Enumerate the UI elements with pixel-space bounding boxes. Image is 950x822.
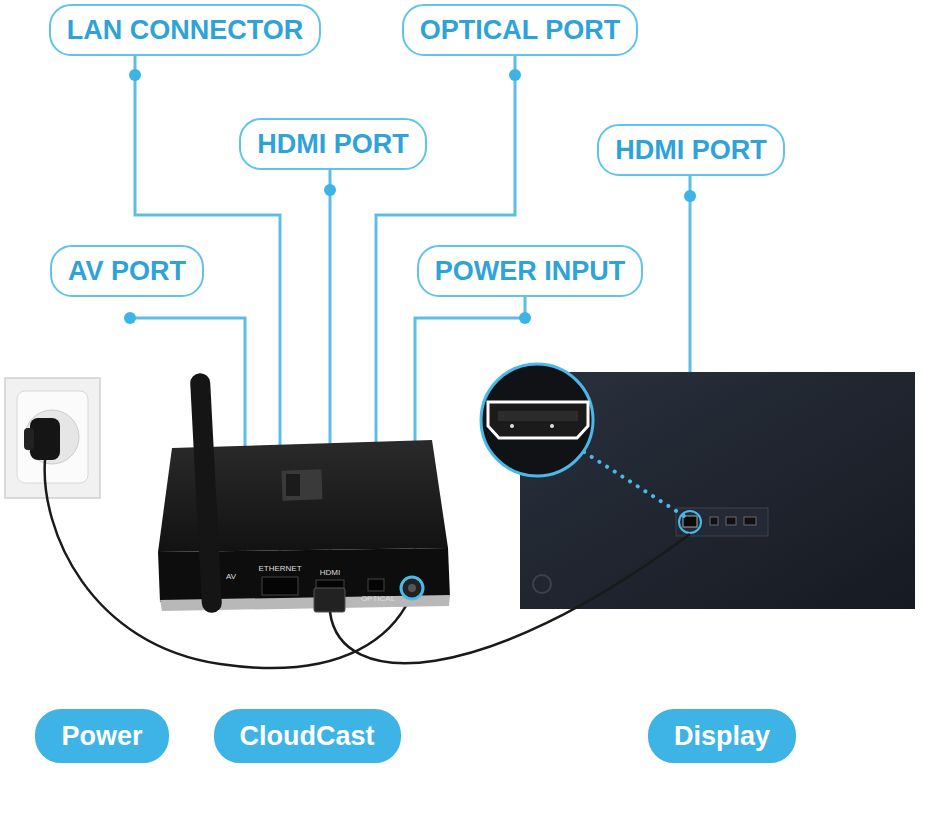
callout-text: Display — [674, 720, 770, 752]
callout-text: AV PORT — [68, 255, 186, 287]
port-label: AV — [226, 572, 236, 581]
leader-dots — [124, 69, 696, 324]
port-label: ETHERNET — [258, 564, 301, 573]
hdmi-cable — [330, 534, 690, 663]
section-pill: Display — [648, 709, 796, 763]
callout-text: LAN CONNECTOR — [67, 14, 304, 46]
callout-box: OPTICAL PORT — [402, 4, 639, 56]
callout-text: OPTICAL PORT — [420, 14, 621, 46]
antenna — [190, 373, 223, 614]
callout-box: AV PORT — [50, 245, 204, 297]
hdmi-magnifier — [481, 364, 593, 476]
callout-text: Power — [61, 720, 142, 752]
callout-text: POWER INPUT — [435, 255, 626, 287]
callout-text: HDMI PORT — [615, 134, 767, 166]
callout-box: POWER INPUT — [417, 245, 644, 297]
section-pill: CloudCast — [214, 709, 401, 763]
callout-box: HDMI PORT — [597, 124, 785, 176]
callout-text: CloudCast — [240, 720, 375, 752]
section-pill: Power — [35, 709, 168, 763]
callout-text: HDMI PORT — [257, 128, 409, 160]
zoom-dots — [584, 452, 684, 516]
port-label: HDMI — [320, 568, 340, 577]
callout-box: HDMI PORT — [239, 118, 427, 170]
wall-outlet — [5, 378, 100, 498]
callout-box: LAN CONNECTOR — [49, 4, 322, 56]
port-label: OPTICAL — [361, 594, 395, 603]
